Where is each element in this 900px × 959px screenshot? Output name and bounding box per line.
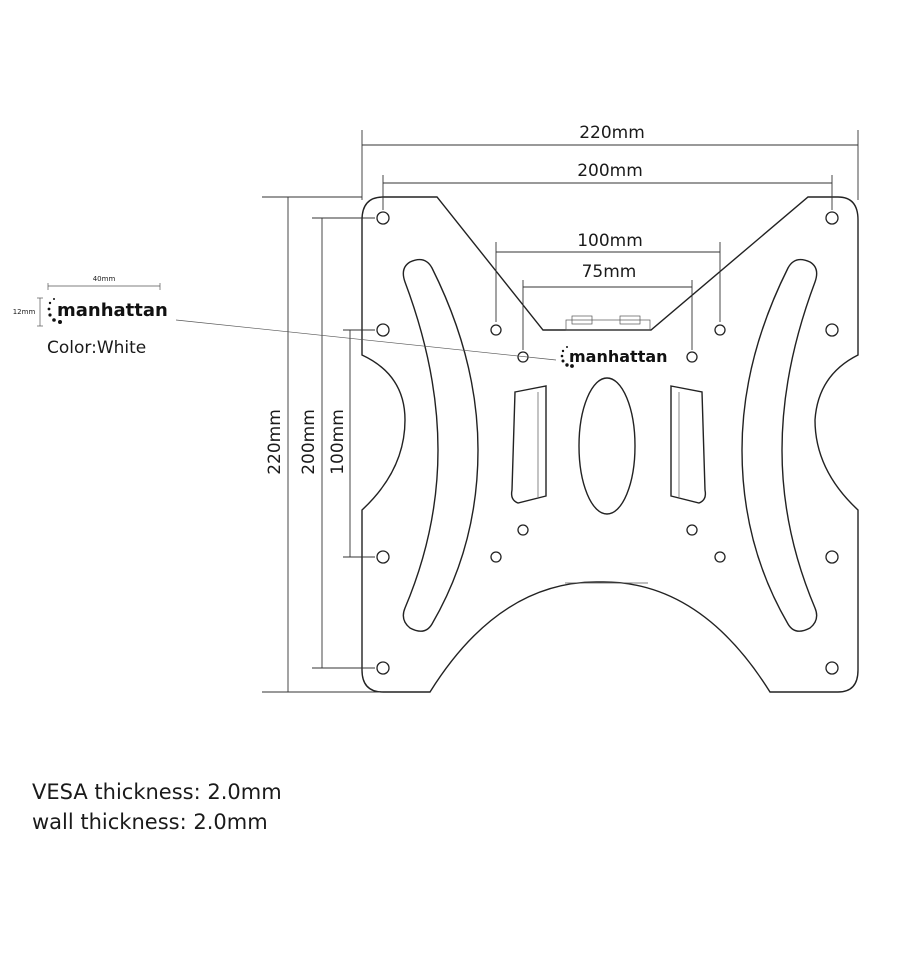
left-rect-slot xyxy=(510,385,547,504)
hole-200-top-left xyxy=(376,211,390,225)
hole-100-lower-right xyxy=(825,550,839,564)
hole-75-upper-right xyxy=(686,351,698,363)
inset-width-label: 40mm xyxy=(93,275,116,283)
hole-100-upper-left xyxy=(376,323,390,337)
logo-leader-line xyxy=(175,319,557,361)
logo-inset: 40mm 12mm manhattan Color:White xyxy=(13,275,168,358)
hole-inner-upper-left xyxy=(490,324,502,336)
right-rect-slot xyxy=(670,385,707,504)
top-bracket-screw-left xyxy=(571,315,593,325)
inset-height-label: 12mm xyxy=(13,308,36,316)
hole-inner-upper-right xyxy=(714,324,726,336)
hole-inner-lower-left xyxy=(490,551,502,563)
right-curved-slot xyxy=(741,258,818,632)
plate-logo-text: manhattan xyxy=(569,347,668,366)
horizontal-dimensions xyxy=(361,130,859,350)
inset-logo-text: manhattan xyxy=(57,300,168,321)
dim-label-width-200: 200mm xyxy=(577,161,643,181)
vertical-dimensions xyxy=(262,196,380,693)
dim-label-width-220: 220mm xyxy=(579,123,645,143)
inset-logo-dots-icon xyxy=(47,298,62,324)
dim-label-width-100: 100mm xyxy=(577,231,643,251)
hole-inner-lower-right xyxy=(714,551,726,563)
hole-75-lower-left xyxy=(517,524,529,536)
hole-75-lower-right xyxy=(686,524,698,536)
hole-100-lower-left xyxy=(376,550,390,564)
dim-label-height-220: 220mm xyxy=(265,409,285,475)
inset-color-label: Color:White xyxy=(47,338,146,358)
logo-dots-icon xyxy=(560,346,574,368)
vesa-holes xyxy=(376,211,839,675)
spec-wall-thickness: wall thickness: 2.0mm xyxy=(32,810,268,834)
plate-logo: manhattan xyxy=(560,346,668,368)
hole-100-upper-right xyxy=(825,323,839,337)
left-curved-slot xyxy=(402,258,479,632)
hole-200-top-right xyxy=(825,211,839,225)
top-bracket-screw-right xyxy=(619,315,641,325)
top-bracket xyxy=(565,319,651,331)
hole-200-bottom-left xyxy=(376,661,390,675)
hole-200-bottom-right xyxy=(825,661,839,675)
center-oval-cutout xyxy=(578,377,636,515)
dim-label-height-100: 100mm xyxy=(328,409,348,475)
dim-label-width-75: 75mm xyxy=(582,262,637,282)
spec-vesa-thickness: VESA thickness: 2.0mm xyxy=(32,780,282,804)
dim-label-height-200: 200mm xyxy=(299,409,319,475)
